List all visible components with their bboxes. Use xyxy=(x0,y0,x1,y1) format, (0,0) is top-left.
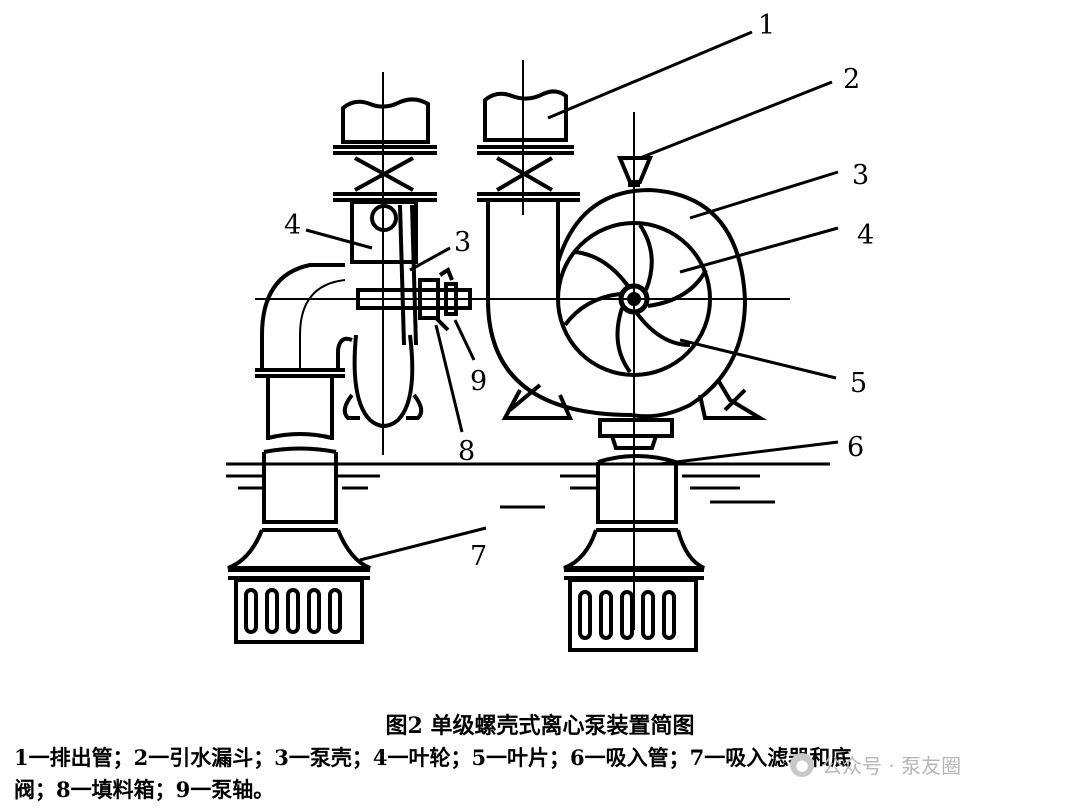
side-strainer-slots xyxy=(244,588,342,634)
label-7: 7 xyxy=(470,541,487,572)
impeller-vanes xyxy=(563,223,708,374)
legend-line-2: 阀；8一填料箱；9一泵轴。 xyxy=(14,777,275,802)
figure-legend: 1一排出管；2一引水漏斗；3一泵壳；4一叶轮；5一叶片；6一吸入管；7一吸入滤器… xyxy=(14,742,1066,806)
label-4: 4 xyxy=(857,220,874,251)
label-8: 8 xyxy=(458,436,475,467)
legend-line-1: 1一排出管；2一引水漏斗；3一泵壳；4一叶轮；5一叶片；6一吸入管；7一吸入滤器… xyxy=(14,745,852,770)
watermark-text: 公众号 · 泵友圈 xyxy=(822,754,962,778)
pump-diagram: 1 2 3 4 5 6 7 4 3 9 8 xyxy=(226,10,874,652)
label-2: 2 xyxy=(843,64,860,95)
figure-caption: 图2 单级螺壳式离心泵装置简图 xyxy=(385,713,695,739)
water-surface xyxy=(226,462,830,509)
side-view xyxy=(227,72,472,644)
label-1: 1 xyxy=(758,10,775,41)
label-side-3: 3 xyxy=(454,227,471,258)
front-strainer-slots xyxy=(578,590,676,640)
front-view xyxy=(477,60,768,652)
leader-lines xyxy=(305,30,839,562)
watermark: ● 公众号 · 泵友圈 xyxy=(790,750,961,779)
label-side-4: 4 xyxy=(284,210,301,241)
label-6: 6 xyxy=(847,432,864,463)
label-9: 9 xyxy=(470,366,487,397)
wechat-icon: ● xyxy=(790,752,814,777)
label-3: 3 xyxy=(852,160,869,191)
label-5: 5 xyxy=(850,368,867,399)
